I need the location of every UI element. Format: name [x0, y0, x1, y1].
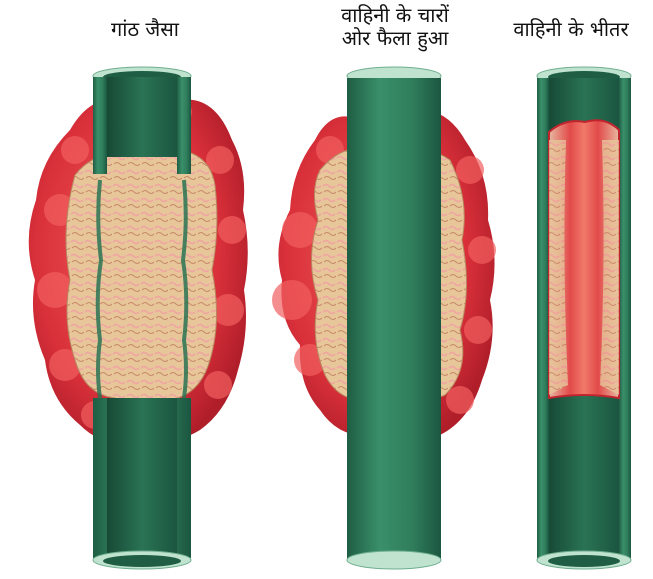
vessel-lower-inner-1 [107, 398, 177, 560]
vessel-lumen-1 [107, 77, 177, 157]
vessel-wall-left-1 [93, 77, 107, 174]
vessel-body-2 [347, 78, 441, 560]
vessel-rim-bottom-2 [347, 551, 441, 569]
vessel-wall-left-3 [537, 78, 549, 560]
tumor-core-1 [66, 146, 217, 405]
panel-around-vessel [272, 67, 496, 569]
vessel-wall-right-3 [619, 78, 631, 560]
vessel-wall-right-1 [177, 77, 191, 174]
vessel-opening-bottom-1 [103, 555, 181, 567]
panel-inside-vessel [537, 67, 631, 569]
panel-nodular [29, 67, 248, 569]
vessel-opening-bottom-3 [548, 555, 620, 567]
